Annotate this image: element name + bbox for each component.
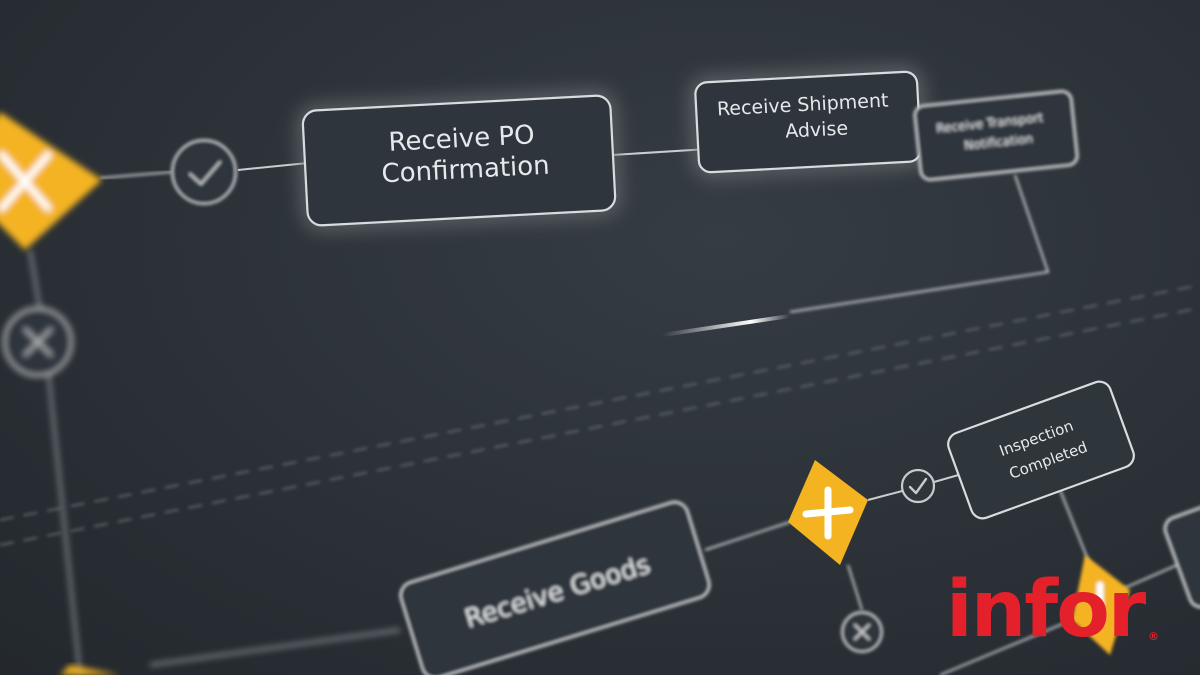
infor-logo: infor ®	[946, 565, 1159, 655]
task-receive-po-confirmation[interactable]: Receive PO Confirmation	[301, 94, 617, 227]
task-label-line2: Advise	[785, 117, 849, 142]
check-icon	[188, 160, 222, 186]
check-event-top[interactable]	[170, 138, 238, 206]
task-receive-shipment-advise[interactable]: Receive Shipment Advise	[694, 70, 922, 174]
exclusive-gateway-middle[interactable]	[788, 460, 868, 565]
plus-icon	[802, 486, 854, 540]
check-event-bottom[interactable]	[900, 468, 936, 504]
task-inspection-completed[interactable]: Inspection Completed	[945, 378, 1137, 521]
lane-separator	[0, 284, 1200, 546]
cancel-event-left[interactable]	[2, 306, 74, 378]
task-receive-goods[interactable]: Receive Goods	[397, 498, 713, 675]
x-icon	[853, 623, 871, 641]
registered-mark: ®	[1148, 630, 1159, 643]
x-icon	[23, 327, 53, 357]
exclusive-gateway-right[interactable]	[1072, 555, 1130, 655]
plus-icon	[0, 151, 52, 212]
check-icon	[908, 477, 928, 495]
exclusive-gateway-top-left[interactable]	[0, 112, 102, 250]
task-partial-right[interactable]	[1161, 494, 1200, 611]
task-receive-transport-notification[interactable]: Receive Transport Notification	[913, 89, 1079, 182]
cancel-event-bottom[interactable]	[840, 610, 884, 654]
exclusive-gateway-bottom-left[interactable]	[60, 665, 120, 675]
light-streak	[660, 314, 792, 337]
logo-wordmark: infor	[946, 565, 1147, 655]
